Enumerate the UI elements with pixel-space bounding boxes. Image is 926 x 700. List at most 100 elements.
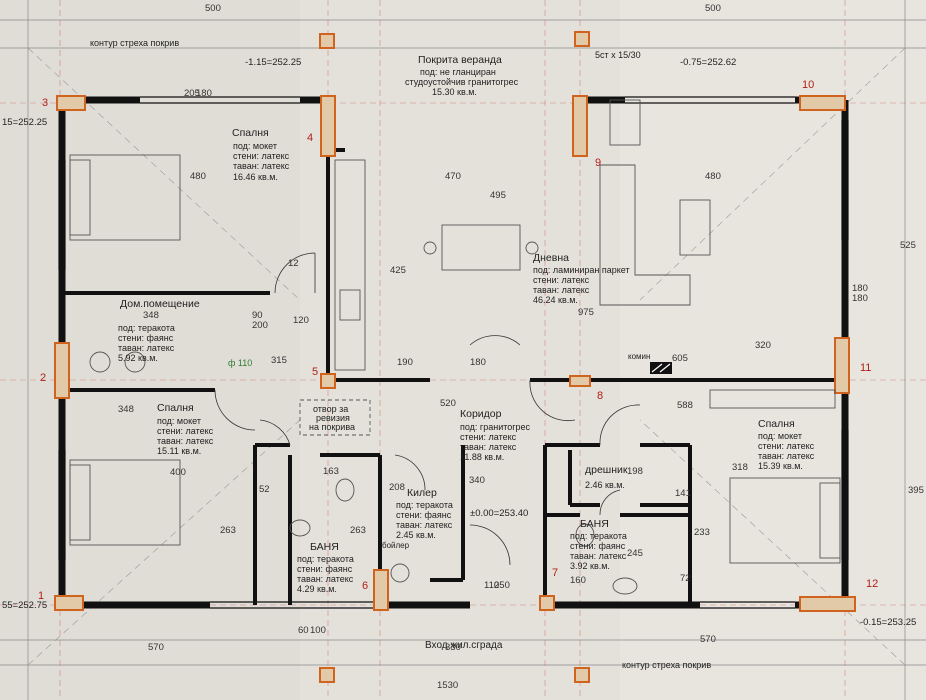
level-left-side: 15=252.25 <box>2 117 48 128</box>
room-floor: под: не гланциран <box>420 67 496 77</box>
dim-425: 425 <box>390 265 406 276</box>
room-area: 15.11 кв.м. <box>157 446 202 456</box>
dim-120: 120 <box>293 315 309 326</box>
dim-480-b: 480 <box>705 171 721 182</box>
room-area: 16.46 кв.м. <box>233 172 278 182</box>
room-name: Дневна <box>533 252 569 264</box>
axis-8: 8 <box>597 390 604 402</box>
room-floor: под: теракота <box>118 323 175 333</box>
room-ceiling: таван: латекс <box>460 442 517 452</box>
dim-110: 110 <box>484 580 500 591</box>
roof-contour-bottom: контур стреха покрив <box>622 660 712 670</box>
room-area: 11.88 кв.м. <box>460 452 505 462</box>
room-area: 46.24 кв.м. <box>533 295 578 305</box>
dim-395: 395 <box>908 485 924 496</box>
room-ceiling: таван: латекс <box>570 551 627 561</box>
room-floor: под: мокет <box>758 431 802 441</box>
dim-480-a: 480 <box>190 171 206 182</box>
level-top-right: -0.75=252.62 <box>680 57 737 68</box>
level-bottom-left: 55=252.75 <box>2 600 48 611</box>
dim-163: 163 <box>323 466 339 477</box>
dim-975: 975 <box>578 307 594 318</box>
dim-90: 90 <box>252 310 263 321</box>
room-walls: стени: латекс <box>758 441 815 451</box>
axis-11: 11 <box>860 362 872 374</box>
room-floor: под: мокет <box>233 141 277 151</box>
dim-160: 160 <box>570 575 586 586</box>
room-ceiling: таван: латекс <box>533 285 590 295</box>
dim-348-b: 348 <box>118 404 134 415</box>
dim-263-b: 263 <box>350 525 366 536</box>
dim-141: 141 <box>675 488 691 499</box>
room-area: 15.39 кв.м. <box>758 461 803 471</box>
dim-250: 250 <box>494 580 510 591</box>
room-name: Спалня <box>758 418 795 430</box>
room-walls: стени: латекс <box>157 426 214 436</box>
roof-opening-line-2: ревизия <box>316 413 350 423</box>
room-area: 3.92 кв.м. <box>570 561 610 571</box>
room-floor: под: теракота <box>396 500 453 510</box>
room-ceiling: таван: латекс <box>396 520 453 530</box>
room-name: Коридор <box>460 408 502 420</box>
room-area: 4.29 кв.м. <box>297 584 337 594</box>
axis-4: 4 <box>307 132 314 144</box>
room-area: 2.46 кв.м. <box>585 480 625 490</box>
dim-190: 190 <box>397 357 413 368</box>
dim-570-left: 570 <box>148 642 164 653</box>
level-top-left: -1.15=252.25 <box>245 57 302 68</box>
room-floor: под: теракота <box>297 554 354 564</box>
room-floor: под: теракота <box>570 531 627 541</box>
axis-3: 3 <box>42 97 49 109</box>
chimney-label: комин <box>628 352 651 361</box>
stairs-label: 5ст х 15/30 <box>595 50 641 60</box>
room-walls: стени: фаянс <box>396 510 452 520</box>
room-name: дрешник <box>585 464 628 476</box>
dim-340: 340 <box>469 475 485 486</box>
dim-500-left: 500 <box>205 3 221 14</box>
dim-495: 495 <box>490 190 506 201</box>
room-extra: студоустойчив гранитогрес <box>405 77 519 87</box>
dim-525: 525 <box>900 240 916 251</box>
axis-2: 2 <box>40 372 47 384</box>
axis-9: 9 <box>595 157 602 169</box>
room-walls: стени: фаянс <box>570 541 626 551</box>
dim-320: 320 <box>755 340 771 351</box>
dim-180-b: 180 <box>852 283 868 294</box>
room-name: Спалня <box>157 402 194 414</box>
level-bottom-right: -0.15=253.25 <box>860 617 917 628</box>
room-name: Спалня <box>232 127 269 139</box>
room-name: Килер <box>407 487 437 499</box>
dim-500-right: 500 <box>705 3 721 14</box>
room-floor: под: гранитогрес <box>460 422 531 432</box>
dim-198: 198 <box>627 466 643 477</box>
dim-208: 208 <box>389 482 405 493</box>
room-area: 15.30 кв.м. <box>432 87 477 97</box>
dim-205: 205 <box>184 88 200 99</box>
entrance-label: Вход жил.сграда <box>425 640 503 651</box>
room-ceiling: таван: латекс <box>157 436 214 446</box>
room-name: БАНЯ <box>580 518 609 530</box>
dim-470: 470 <box>445 171 461 182</box>
axis-12: 12 <box>866 578 879 590</box>
dim-180-d: 180 <box>196 88 212 99</box>
roof-opening-line-1: отвор за <box>313 404 349 414</box>
dim-315: 315 <box>271 355 287 366</box>
boiler-label: бойлер <box>382 541 410 550</box>
dim-330: 330 <box>445 642 461 653</box>
axis-1: 1 <box>38 590 45 602</box>
dim-318: 318 <box>732 462 748 473</box>
room-area: 2.45 кв.м. <box>396 530 436 540</box>
roof-contour-top: контур стреха покрив <box>90 38 180 48</box>
dim-570-right: 570 <box>700 634 716 645</box>
dim-588: 588 <box>677 400 693 411</box>
dim-348-a: 348 <box>143 310 159 321</box>
room-ceiling: таван: латекс <box>297 574 354 584</box>
room-ceiling: таван: латекс <box>758 451 815 461</box>
room-floor: под: мокет <box>157 416 201 426</box>
dim-100: 100 <box>310 625 326 636</box>
dim-520: 520 <box>440 398 456 409</box>
dim-12: 12 <box>288 258 299 269</box>
drain-label: ф 110 <box>228 358 253 368</box>
dim-200: 200 <box>252 320 268 331</box>
room-floor: под: ламиниран паркет <box>533 265 630 275</box>
